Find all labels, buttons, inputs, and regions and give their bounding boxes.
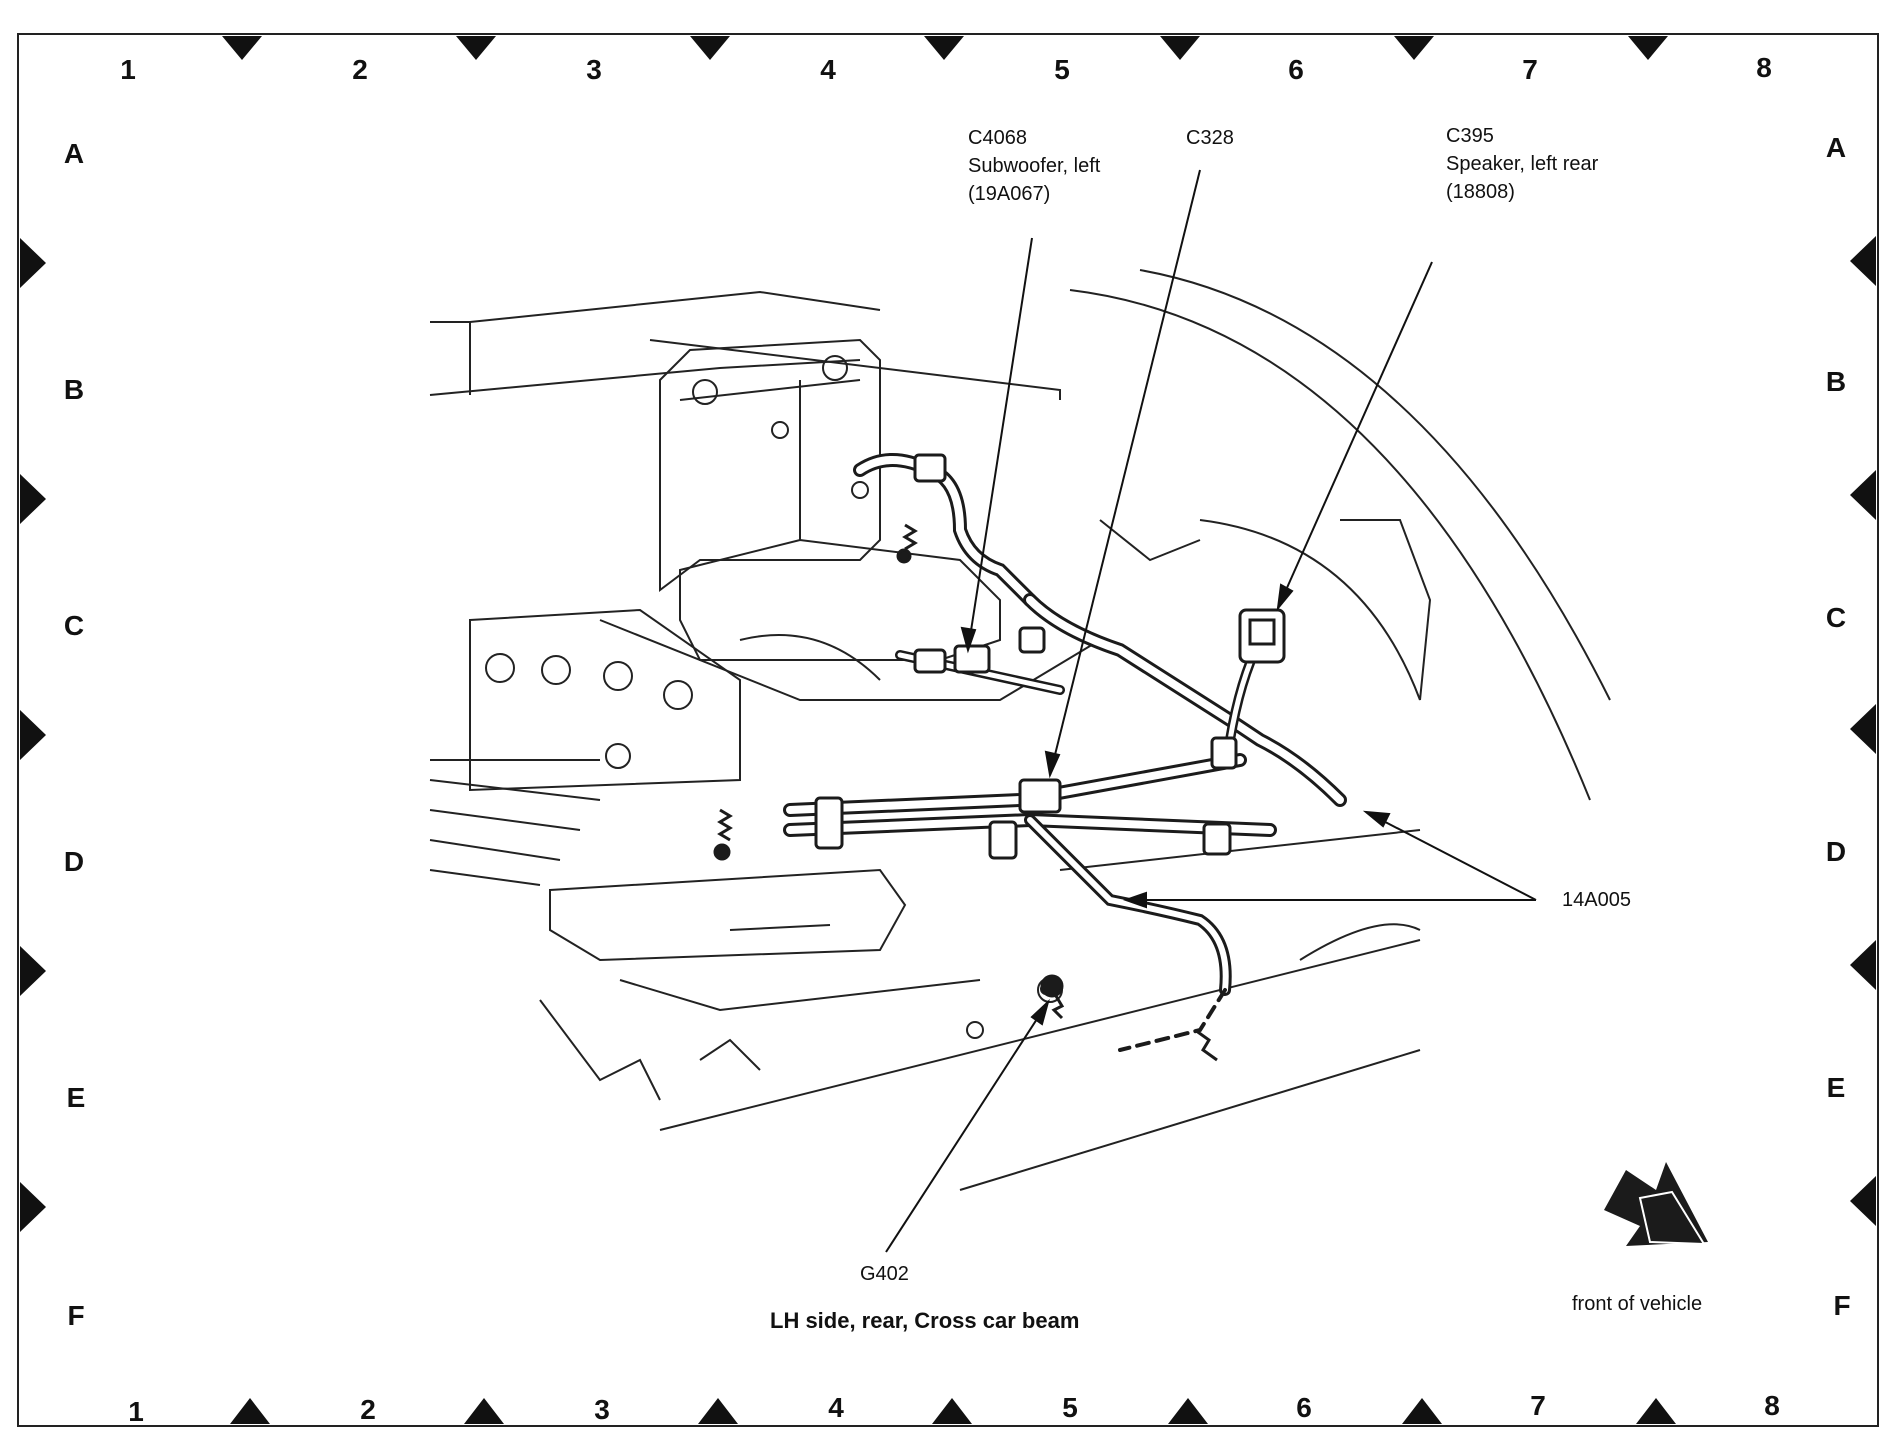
grid-row-right-d: D [1825,836,1847,867]
callout-c4068-id: C4068 [968,127,1027,149]
grid-column-top-6: 6 [1288,54,1304,85]
leader-arrows [885,169,1537,1253]
grid-row-left-f: F [67,1300,85,1331]
grid-row-right-c: C [1825,602,1847,633]
grid-row-right-a: A [1825,132,1847,163]
grid-row-right-f: F [1833,1290,1851,1321]
grid-column-top-2: 2 [352,54,368,85]
callout-c328: C328 [1186,124,1234,152]
callout-14a005-id: 14A005 [1562,889,1631,911]
front-of-vehicle-label: front of vehicle [1572,1293,1703,1315]
grid-column-bottom-6: 6 [1296,1392,1312,1423]
grid-row-left-d: D [63,846,85,877]
connector-c4068-body [953,644,991,674]
callout-c395-desc: Speaker, left rear [1446,153,1599,175]
callout-c395-part: (18808) [1446,181,1515,203]
callout-14a005: 14A005 [1562,886,1631,914]
leader-g402 [885,1001,1049,1253]
callout-c395: C395 Speaker, left rear (18808) [1446,122,1598,206]
grid-column-bottom-5: 5 [1062,1392,1078,1423]
callout-g402-id: G402 [860,1263,909,1285]
grid-column-bottom-3: 3 [594,1394,610,1425]
left-grid-markers [20,238,46,1232]
grid-row-left-c: C [63,610,85,641]
grid-row-left-b: B [63,374,85,405]
callout-c4068: C4068 Subwoofer, left (19A067) [968,124,1100,208]
grid-column-top-4: 4 [820,54,836,85]
grid-column-top-7: 7 [1522,54,1538,85]
callout-c395-id: C395 [1446,125,1494,147]
leader-14a005-a [1365,811,1537,901]
grid-row-left-a: A [63,138,85,169]
vehicle-structure-art [429,269,1611,1191]
grid-column-bottom-4: 4 [828,1392,844,1423]
grid-column-bottom-1: 1 [128,1396,144,1427]
wiring-harness-art [783,453,1347,1052]
diagram-frame [17,33,1879,1427]
callout-c328-id: C328 [1186,127,1234,149]
grid-column-top-1: 1 [120,54,136,85]
right-grid-markers [1850,236,1876,1226]
grid-column-top-8: 8 [1756,52,1772,83]
top-grid-markers [222,36,1668,60]
bottom-grid-markers [230,1398,1676,1424]
diagram-caption: LH side, rear, Cross car beam [770,1308,1080,1333]
fasteners-art [713,523,1218,1062]
callout-g402: G402 [860,1260,909,1288]
connector-c328-body [1018,778,1062,814]
grid-column-bottom-2: 2 [360,1394,376,1425]
connectors-art [814,453,1286,860]
leader-c4068 [967,237,1033,651]
front-direction-arrow-icon [1604,1162,1708,1246]
grid-column-bottom-7: 7 [1530,1390,1546,1421]
grid-column-top-3: 3 [586,54,602,85]
grid-column-bottom-8: 8 [1764,1390,1780,1421]
callout-c4068-desc: Subwoofer, left [968,155,1101,177]
grid-row-right-b: B [1825,366,1847,397]
grid-column-top-5: 5 [1054,54,1070,85]
grid-row-left-e: E [66,1082,86,1113]
leader-c395 [1277,261,1433,609]
callout-c4068-part: (19A067) [968,183,1051,205]
leader-c328 [1049,169,1201,776]
grid-row-right-e: E [1826,1072,1846,1103]
